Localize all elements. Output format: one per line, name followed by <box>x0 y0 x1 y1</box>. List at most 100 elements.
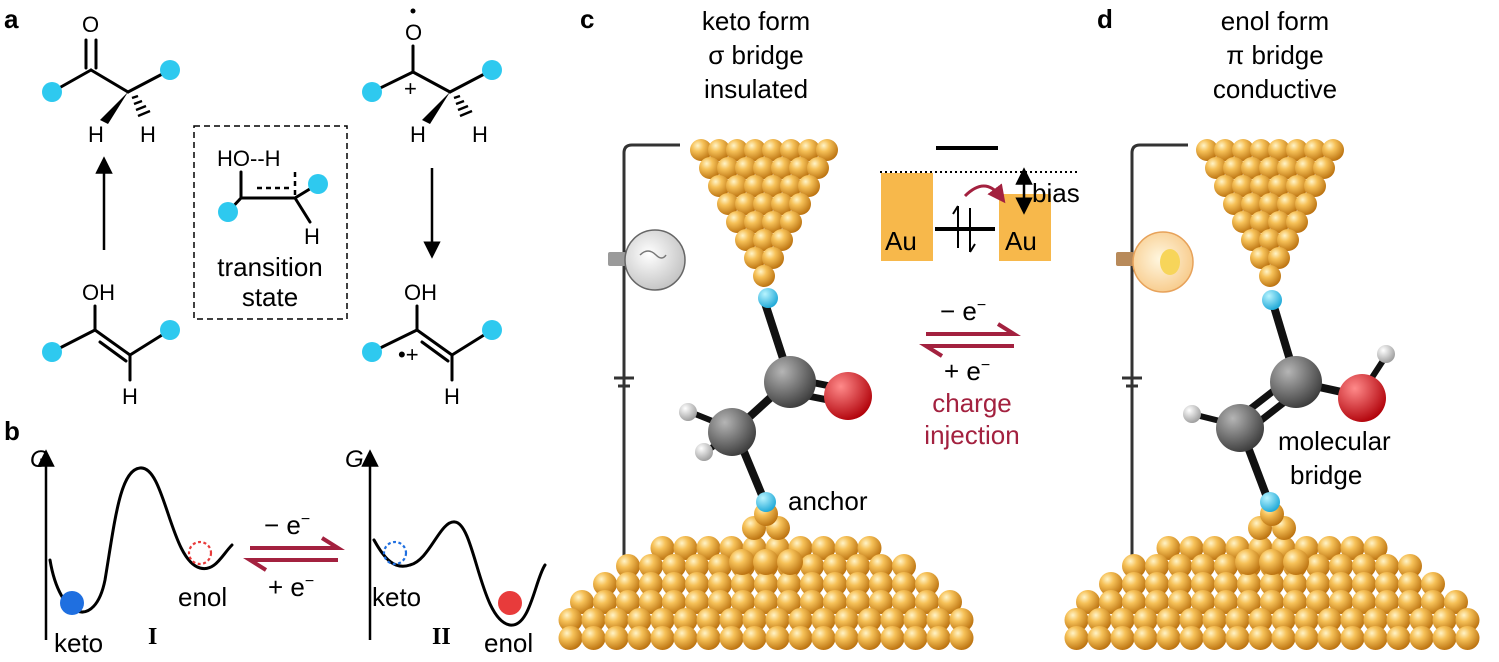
gold-atom <box>1432 608 1457 632</box>
anchor-dot <box>218 202 238 222</box>
ts-label-transition: transition <box>217 252 323 282</box>
enol-ball <box>498 591 522 615</box>
gold-atom <box>1409 626 1434 650</box>
gold-atom <box>1225 608 1250 632</box>
gold-atom <box>1340 536 1365 560</box>
gold-atom <box>1179 626 1204 650</box>
gold-atom <box>1455 626 1480 650</box>
keto-ball <box>60 591 84 615</box>
anchor-dot <box>362 342 382 362</box>
anchor-dot <box>160 320 180 340</box>
ts-h: H <box>304 224 320 249</box>
gold-atom <box>771 229 793 251</box>
gold-atom <box>1386 626 1411 650</box>
au-box-left <box>881 173 933 261</box>
gold-atom <box>1313 157 1335 179</box>
hydrogen-atom <box>1183 405 1201 423</box>
gold-atom <box>616 554 640 578</box>
gold-atom <box>1076 590 1100 614</box>
gold-atom <box>1179 608 1204 632</box>
hydrogen-atom <box>1377 345 1395 363</box>
gold-atom <box>1317 536 1342 560</box>
gold-atom <box>771 193 793 215</box>
gold-atom <box>690 139 712 161</box>
gold-atom <box>823 554 847 578</box>
gold-atom <box>834 536 859 560</box>
panel-label-d: d <box>1097 4 1113 34</box>
gold-atom <box>731 590 755 614</box>
gold-atom <box>729 549 755 575</box>
energy-level-diagram: Au Au bias <box>880 146 1080 261</box>
g-axis-label: G <box>30 446 49 473</box>
gold-atom <box>1225 626 1250 650</box>
gold-atom <box>777 572 801 596</box>
minus-e-label: − e− <box>940 296 986 326</box>
atom-oh: OH <box>82 280 115 305</box>
anchor-atom <box>758 288 778 308</box>
gold-atom <box>1156 608 1181 632</box>
gold-atom <box>1259 549 1285 575</box>
gold-atom <box>1317 626 1342 650</box>
charge-label: charge <box>932 388 1012 418</box>
gold-atom <box>717 193 739 215</box>
bulb-on-icon <box>1116 231 1194 293</box>
gold-atom <box>765 608 790 632</box>
anchor-atom <box>756 492 776 512</box>
gold-atom <box>1248 608 1273 632</box>
gold-atom <box>1352 554 1376 578</box>
gold-atom <box>639 554 663 578</box>
gold-atom <box>1352 572 1376 596</box>
gold-atom <box>1386 608 1411 632</box>
gold-atom <box>949 626 974 650</box>
keto-structure: O H H <box>42 12 180 147</box>
gold-atom <box>593 572 617 596</box>
gold-atom <box>823 572 847 596</box>
au-left-label: Au <box>885 226 917 256</box>
gold-atom <box>1156 536 1181 560</box>
gold-atom <box>1099 572 1123 596</box>
gold-atom <box>1064 608 1089 632</box>
gold-atom <box>800 554 824 578</box>
circuit-wire <box>622 143 680 560</box>
title-keto-form: keto form <box>702 6 810 36</box>
gold-atom <box>1122 590 1146 614</box>
panel-d: d enol form π bridge conductive <box>1064 4 1480 650</box>
bulb-off-icon <box>608 229 686 291</box>
gold-atom <box>903 608 928 632</box>
gold-atom <box>780 139 802 161</box>
gold-atom <box>789 157 811 179</box>
gold-atom <box>1145 572 1169 596</box>
carbon-atom <box>764 356 816 408</box>
gold-atom <box>1329 590 1353 614</box>
enol-ghost-ball <box>187 540 213 566</box>
gold-atom <box>1214 139 1236 161</box>
gold-atom <box>650 536 675 560</box>
gold-atom <box>708 590 732 614</box>
keto-ghost-ball <box>382 540 408 566</box>
keto-label: keto <box>54 628 103 658</box>
anchor-dot <box>160 60 180 80</box>
bias-label: bias <box>1032 178 1080 208</box>
gold-atom <box>892 554 916 578</box>
gold-atom <box>1241 229 1263 251</box>
gold-atom <box>798 139 820 161</box>
gold-atom <box>880 626 905 650</box>
gold-atom <box>616 590 640 614</box>
gold-atom <box>1156 626 1181 650</box>
enol-structure: OH H <box>42 280 180 409</box>
gold-atom <box>639 590 663 614</box>
gold-atom <box>1268 211 1290 233</box>
injection-label: injection <box>924 420 1019 450</box>
gold-atom <box>1250 247 1272 269</box>
keto-molecule-3d <box>679 288 872 512</box>
gold-atom <box>1259 265 1281 287</box>
atom-o: O <box>82 12 99 37</box>
gold-atom <box>1133 608 1158 632</box>
gold-atom <box>1286 211 1308 233</box>
gold-atom <box>1277 193 1299 215</box>
gold-atom <box>726 139 748 161</box>
gold-atom <box>1145 590 1169 614</box>
gold-atom <box>1306 572 1330 596</box>
gold-substrate-right <box>1064 502 1480 650</box>
